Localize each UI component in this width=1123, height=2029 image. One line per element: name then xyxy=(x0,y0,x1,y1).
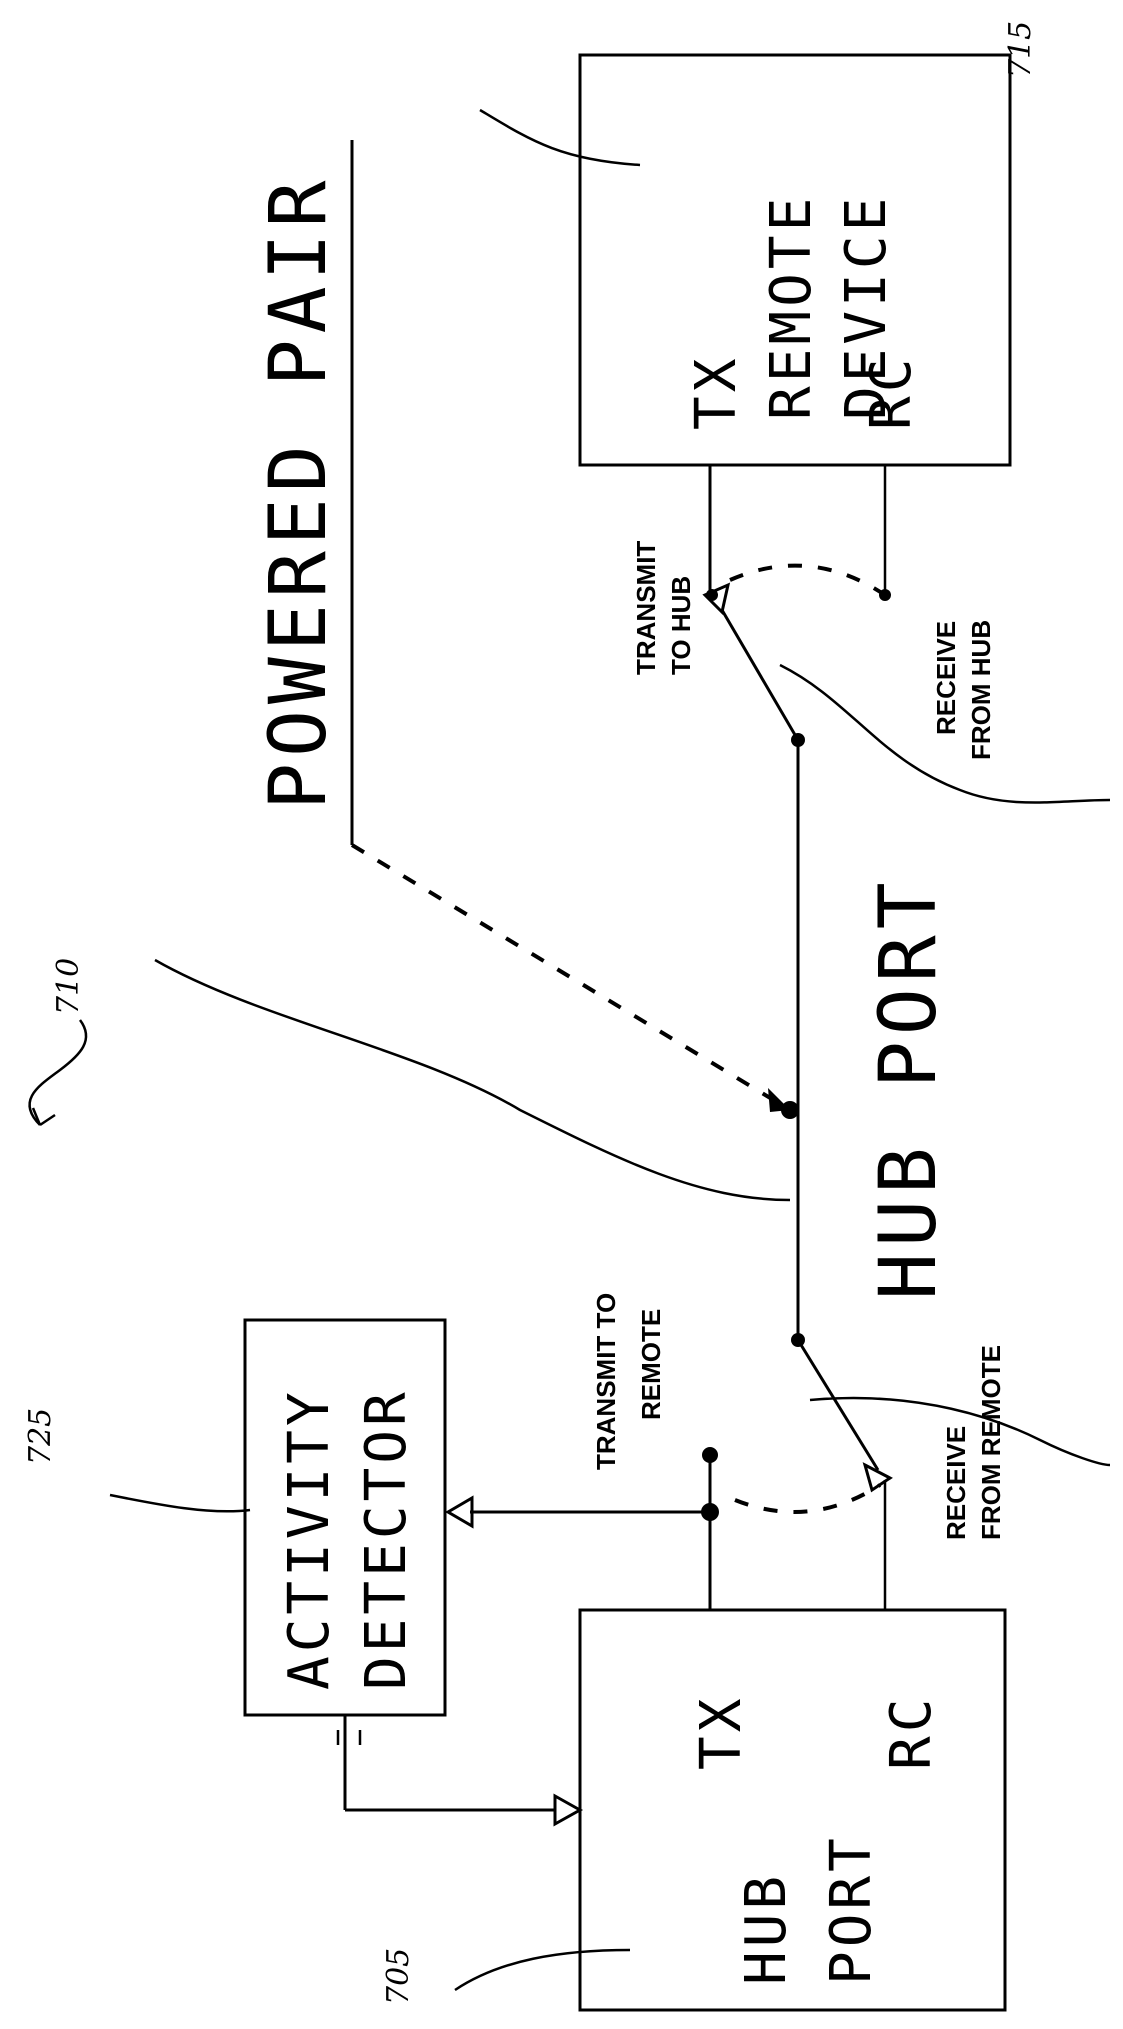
hub-rc-label: RC xyxy=(879,1695,944,1770)
hub-port-box-label-line2: PORT xyxy=(819,1834,884,1985)
powered-pair-title: POWERED PAIR xyxy=(254,174,344,810)
hub-port-center-label: HUB PORT xyxy=(864,876,954,1300)
figure-squiggle xyxy=(30,1020,87,1125)
powered-pair-node xyxy=(781,1101,799,1119)
receive-from-remote-line2: FROM REMOTE xyxy=(976,1345,1006,1540)
receive-from-hub-line2: FROM HUB xyxy=(966,620,996,760)
ref-715: 715 xyxy=(1003,21,1038,78)
hub-port-box-label-line1: HUB xyxy=(734,1872,799,1985)
activity-detector-label-line1: ACTIVITY xyxy=(277,1388,342,1690)
upper-switch-arm xyxy=(722,610,798,740)
remote-tx-dot xyxy=(706,589,718,601)
leader-705 xyxy=(455,1950,630,1990)
receive-from-hub-line1: RECEIVE xyxy=(931,621,961,735)
receive-from-remote-line1: RECEIVE xyxy=(941,1426,971,1540)
hub-port-input-arrow xyxy=(555,1796,580,1824)
leader-710 xyxy=(155,960,790,1200)
remote-tx-label: TX xyxy=(684,355,749,430)
transmit-to-remote-line2: REMOTE xyxy=(636,1309,666,1420)
hub-tx-label: TX xyxy=(689,1695,754,1770)
leader-725 xyxy=(110,1495,250,1511)
activity-detector-label-line2: DETECTOR xyxy=(354,1388,419,1690)
ref-725: 725 xyxy=(23,1408,58,1465)
transmit-to-hub-line2: TO HUB xyxy=(666,576,696,675)
ref-710: 710 xyxy=(51,958,86,1015)
lower-switch-arm xyxy=(798,1340,878,1470)
transmit-to-hub-line1: TRANSMIT xyxy=(631,541,661,675)
upper-dashed-arc xyxy=(730,566,885,595)
transmit-to-remote-line1: TRANSMIT TO xyxy=(591,1293,621,1470)
remote-rc-label: RC xyxy=(859,355,924,430)
lower-dashed-arc xyxy=(735,1485,880,1512)
remote-device-label-line1: REMOTE xyxy=(759,194,824,420)
detector-input-arrow xyxy=(448,1498,472,1526)
powered-pair-leader xyxy=(352,845,790,1110)
ref-705: 705 xyxy=(381,1948,416,2005)
leader-715 xyxy=(480,110,640,165)
hub-tx-dot xyxy=(702,1447,718,1463)
